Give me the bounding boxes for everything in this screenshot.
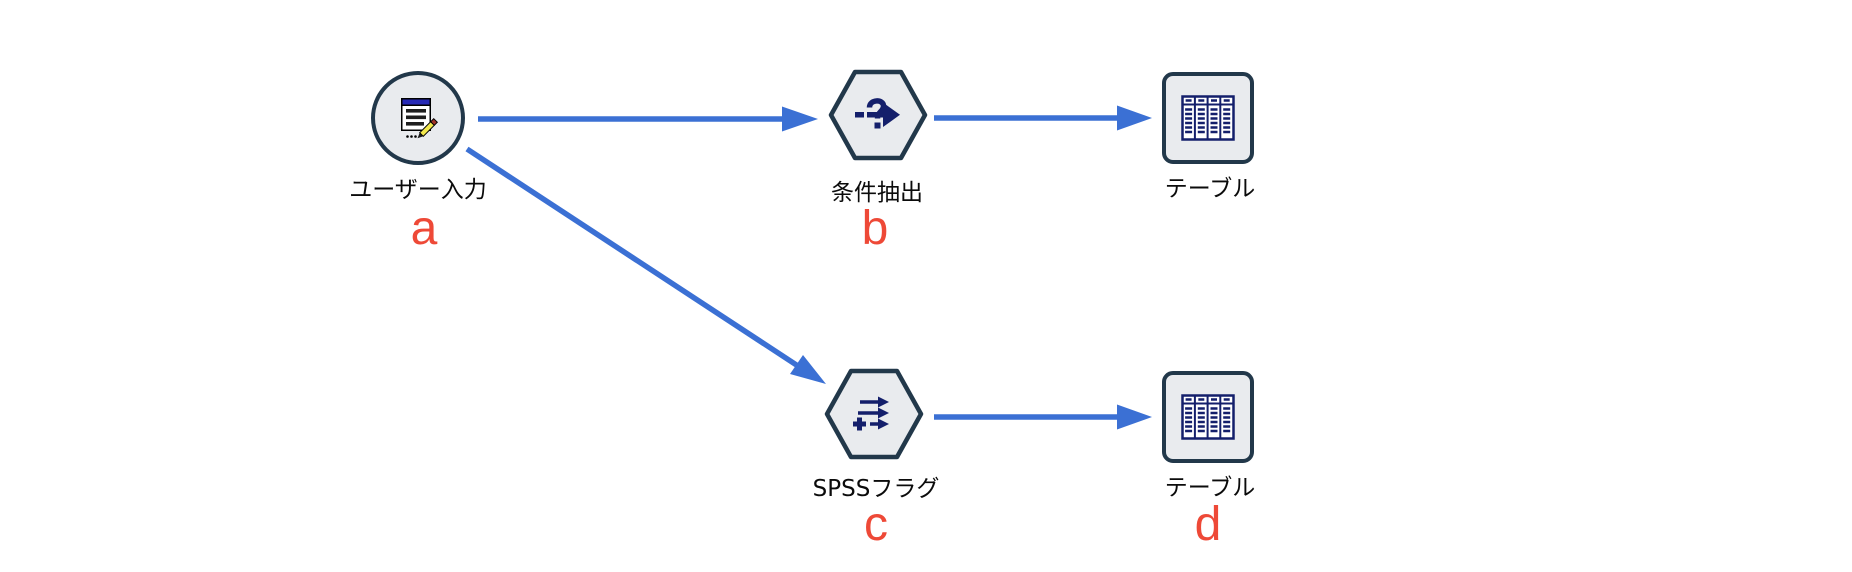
node-derive-flag[interactable] (824, 368, 924, 460)
connector-derive-to-table-bottom (934, 404, 1152, 430)
connector-user-input-to-select (478, 106, 818, 132)
node-user-input[interactable] (371, 71, 465, 165)
connector-user-input-to-derive (465, 146, 826, 384)
node-label-derive-flag: SPSSフラグ (812, 476, 940, 502)
table-grid-icon (1181, 95, 1235, 141)
node-label-select: 条件抽出 (831, 180, 923, 206)
node-label-table-bottom: テーブル (1164, 475, 1256, 501)
derive-arrows-plus-icon (853, 396, 889, 431)
annotation-letter-a: a (410, 202, 438, 255)
node-select[interactable] (828, 69, 928, 161)
node-table-top[interactable] (1162, 72, 1254, 164)
annotation-letter-b: b (861, 202, 889, 255)
select-question-arrow-icon (855, 98, 900, 129)
node-label-user-input: ユーザー入力 (349, 177, 487, 203)
node-label-table-top: テーブル (1164, 176, 1256, 202)
annotation-letter-d: d (1194, 498, 1222, 551)
table-grid-icon (1181, 394, 1235, 440)
node-table-bottom[interactable] (1162, 371, 1254, 463)
user-input-form-icon (401, 98, 439, 139)
connector-select-to-table-top (934, 105, 1152, 131)
annotation-letter-c: c (864, 498, 888, 551)
